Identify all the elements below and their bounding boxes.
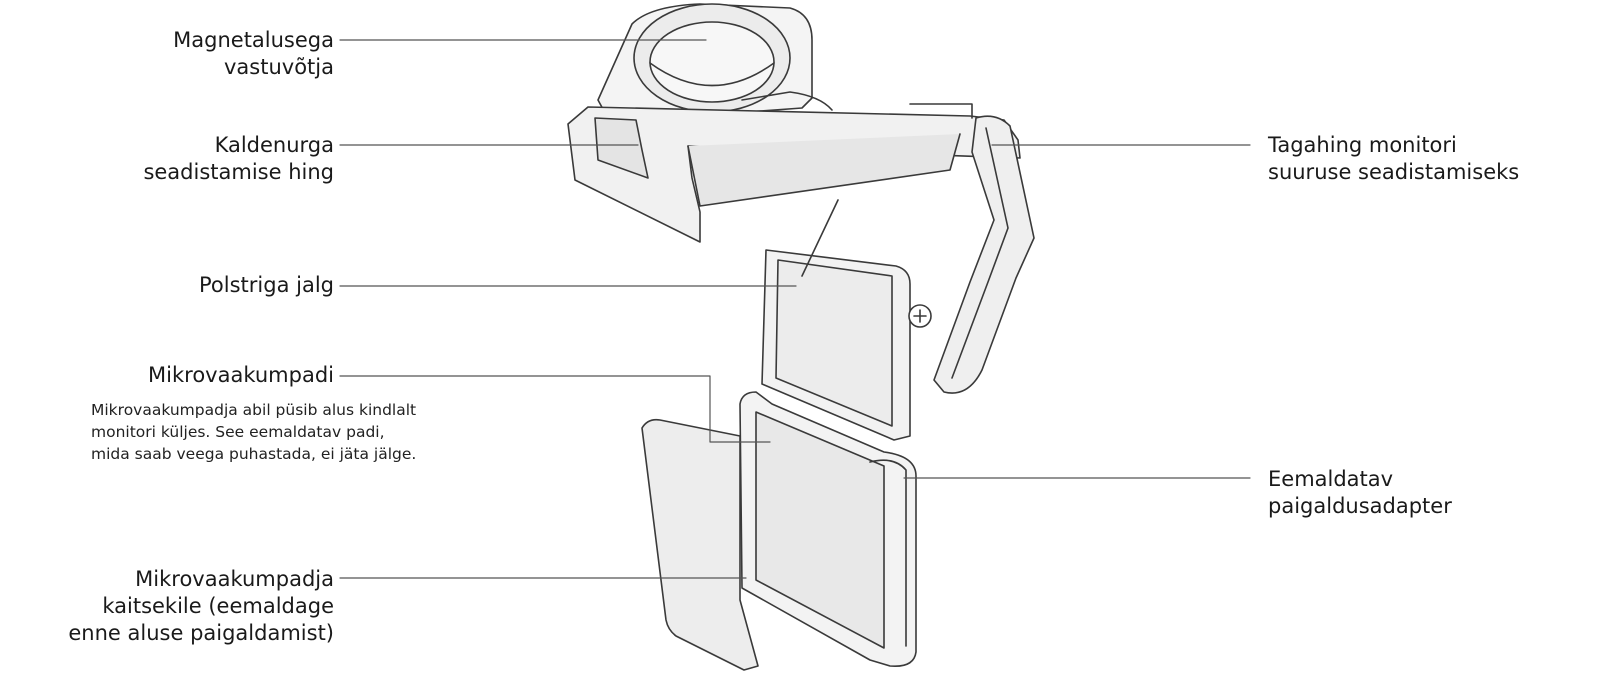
- label-padded-foot: Polstriga jalg: [199, 273, 334, 297]
- mount-adapter-part: [739, 391, 917, 668]
- micro-suction-pad-description: Mikrovaakumpadja abil püsib alus kindlal…: [91, 401, 417, 463]
- label-mount-adapter: Eemaldatav paigaldusadapter: [1268, 467, 1452, 518]
- label-pad-protector: Mikrovaakumpadja kaitsekile (eemaldage e…: [68, 567, 334, 645]
- leader-lines: [339, 39, 1251, 579]
- back-arm: [933, 115, 1035, 394]
- protective-film-part: [641, 418, 759, 671]
- padded-foot-part: [761, 199, 932, 441]
- label-tilt-hinge: Kaldenurga seadistamise hing: [143, 133, 334, 184]
- label-micro-suction-pad: Mikrovaakumpadi: [148, 363, 334, 387]
- label-magnet-receiver: Magnetalusega vastuvõtja: [173, 28, 334, 79]
- label-back-hinge: Tagahing monitori suuruse seadistamiseks: [1268, 133, 1520, 184]
- bracket-body: [567, 91, 1021, 243]
- magnet-receiver-part: [597, 3, 813, 123]
